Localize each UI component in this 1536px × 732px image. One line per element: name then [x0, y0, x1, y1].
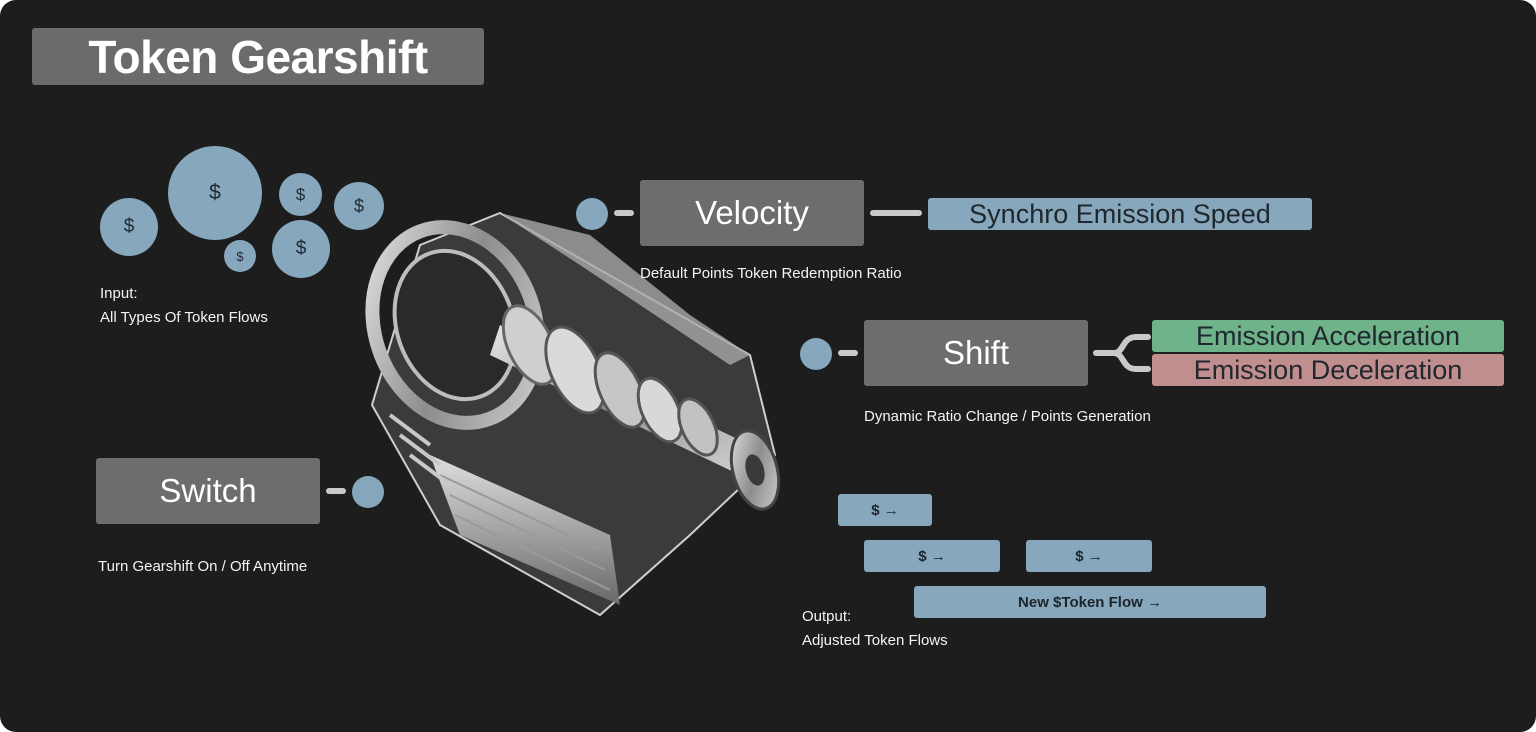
coin-icon: $: [168, 146, 262, 240]
synchro-emission-speed-pill: Synchro Emission Speed: [928, 198, 1312, 230]
input-caption: Input: All Types Of Token Flows: [100, 282, 268, 330]
coin-icon: $: [334, 182, 384, 230]
coin-symbol: $: [123, 216, 135, 237]
token-flow-small-label: $ →: [871, 501, 899, 519]
coin-symbol: $: [295, 238, 307, 259]
new-token-flow: New $Token Flow →: [914, 586, 1266, 618]
velocity-node: [576, 198, 608, 230]
coin-symbol: $: [209, 181, 221, 204]
shift-branch-connector: [1093, 334, 1151, 372]
switch-node: [352, 476, 384, 508]
coin-icon: $: [224, 240, 256, 272]
shift-box: Shift: [864, 320, 1088, 386]
title-banner: Token Gearshift: [32, 28, 484, 85]
synchro-emission-speed-label: Synchro Emission Speed: [969, 198, 1271, 229]
page-title: Token Gearshift: [88, 30, 428, 83]
shift-connector-left: [838, 350, 858, 356]
shift-caption: Dynamic Ratio Change / Points Generation: [864, 408, 1151, 425]
output-label: Output:: [802, 608, 852, 625]
token-flow-mid-right: $ →: [1026, 540, 1152, 572]
emission-deceleration-pill: Emission Deceleration: [1152, 354, 1504, 386]
coin-symbol: $: [236, 248, 244, 264]
emission-deceleration-label: Emission Deceleration: [1193, 354, 1463, 385]
shift-node: [800, 338, 832, 370]
emission-acceleration-label: Emission Acceleration: [1195, 320, 1461, 351]
coin-icon: $: [272, 220, 330, 278]
output-caption: Output: Adjusted Token Flows: [802, 605, 948, 653]
shift-label: Shift: [942, 334, 1010, 371]
switch-label: Switch: [159, 472, 257, 509]
transmission-gearbox-illustration: [365, 211, 781, 617]
velocity-connector-right: [870, 210, 922, 216]
velocity-caption: Default Points Token Redemption Ratio: [640, 265, 902, 282]
switch-caption: Turn Gearshift On / Off Anytime: [98, 558, 308, 575]
output-description: Adjusted Token Flows: [802, 632, 948, 649]
token-flow-small: $ →: [838, 494, 932, 526]
token-flow-mid-right-label: $ →: [1075, 547, 1103, 565]
velocity-label: Velocity: [695, 194, 809, 231]
new-token-flow-label: New $Token Flow →: [1018, 593, 1162, 611]
coin-icon: $: [279, 173, 322, 216]
switch-connector: [326, 488, 346, 494]
switch-box: Switch: [96, 458, 320, 524]
input-description: All Types Of Token Flows: [100, 309, 268, 326]
coin-symbol: $: [353, 195, 364, 216]
token-flow-mid-left: $ →: [864, 540, 1000, 572]
coin-symbol: $: [295, 184, 306, 204]
emission-acceleration-pill: Emission Acceleration: [1152, 320, 1504, 352]
input-label: Input:: [100, 285, 138, 302]
velocity-box: Velocity: [640, 180, 864, 246]
token-flow-mid-left-label: $ →: [918, 547, 946, 565]
velocity-connector-left: [614, 210, 634, 216]
coin-icon: $: [100, 198, 158, 256]
